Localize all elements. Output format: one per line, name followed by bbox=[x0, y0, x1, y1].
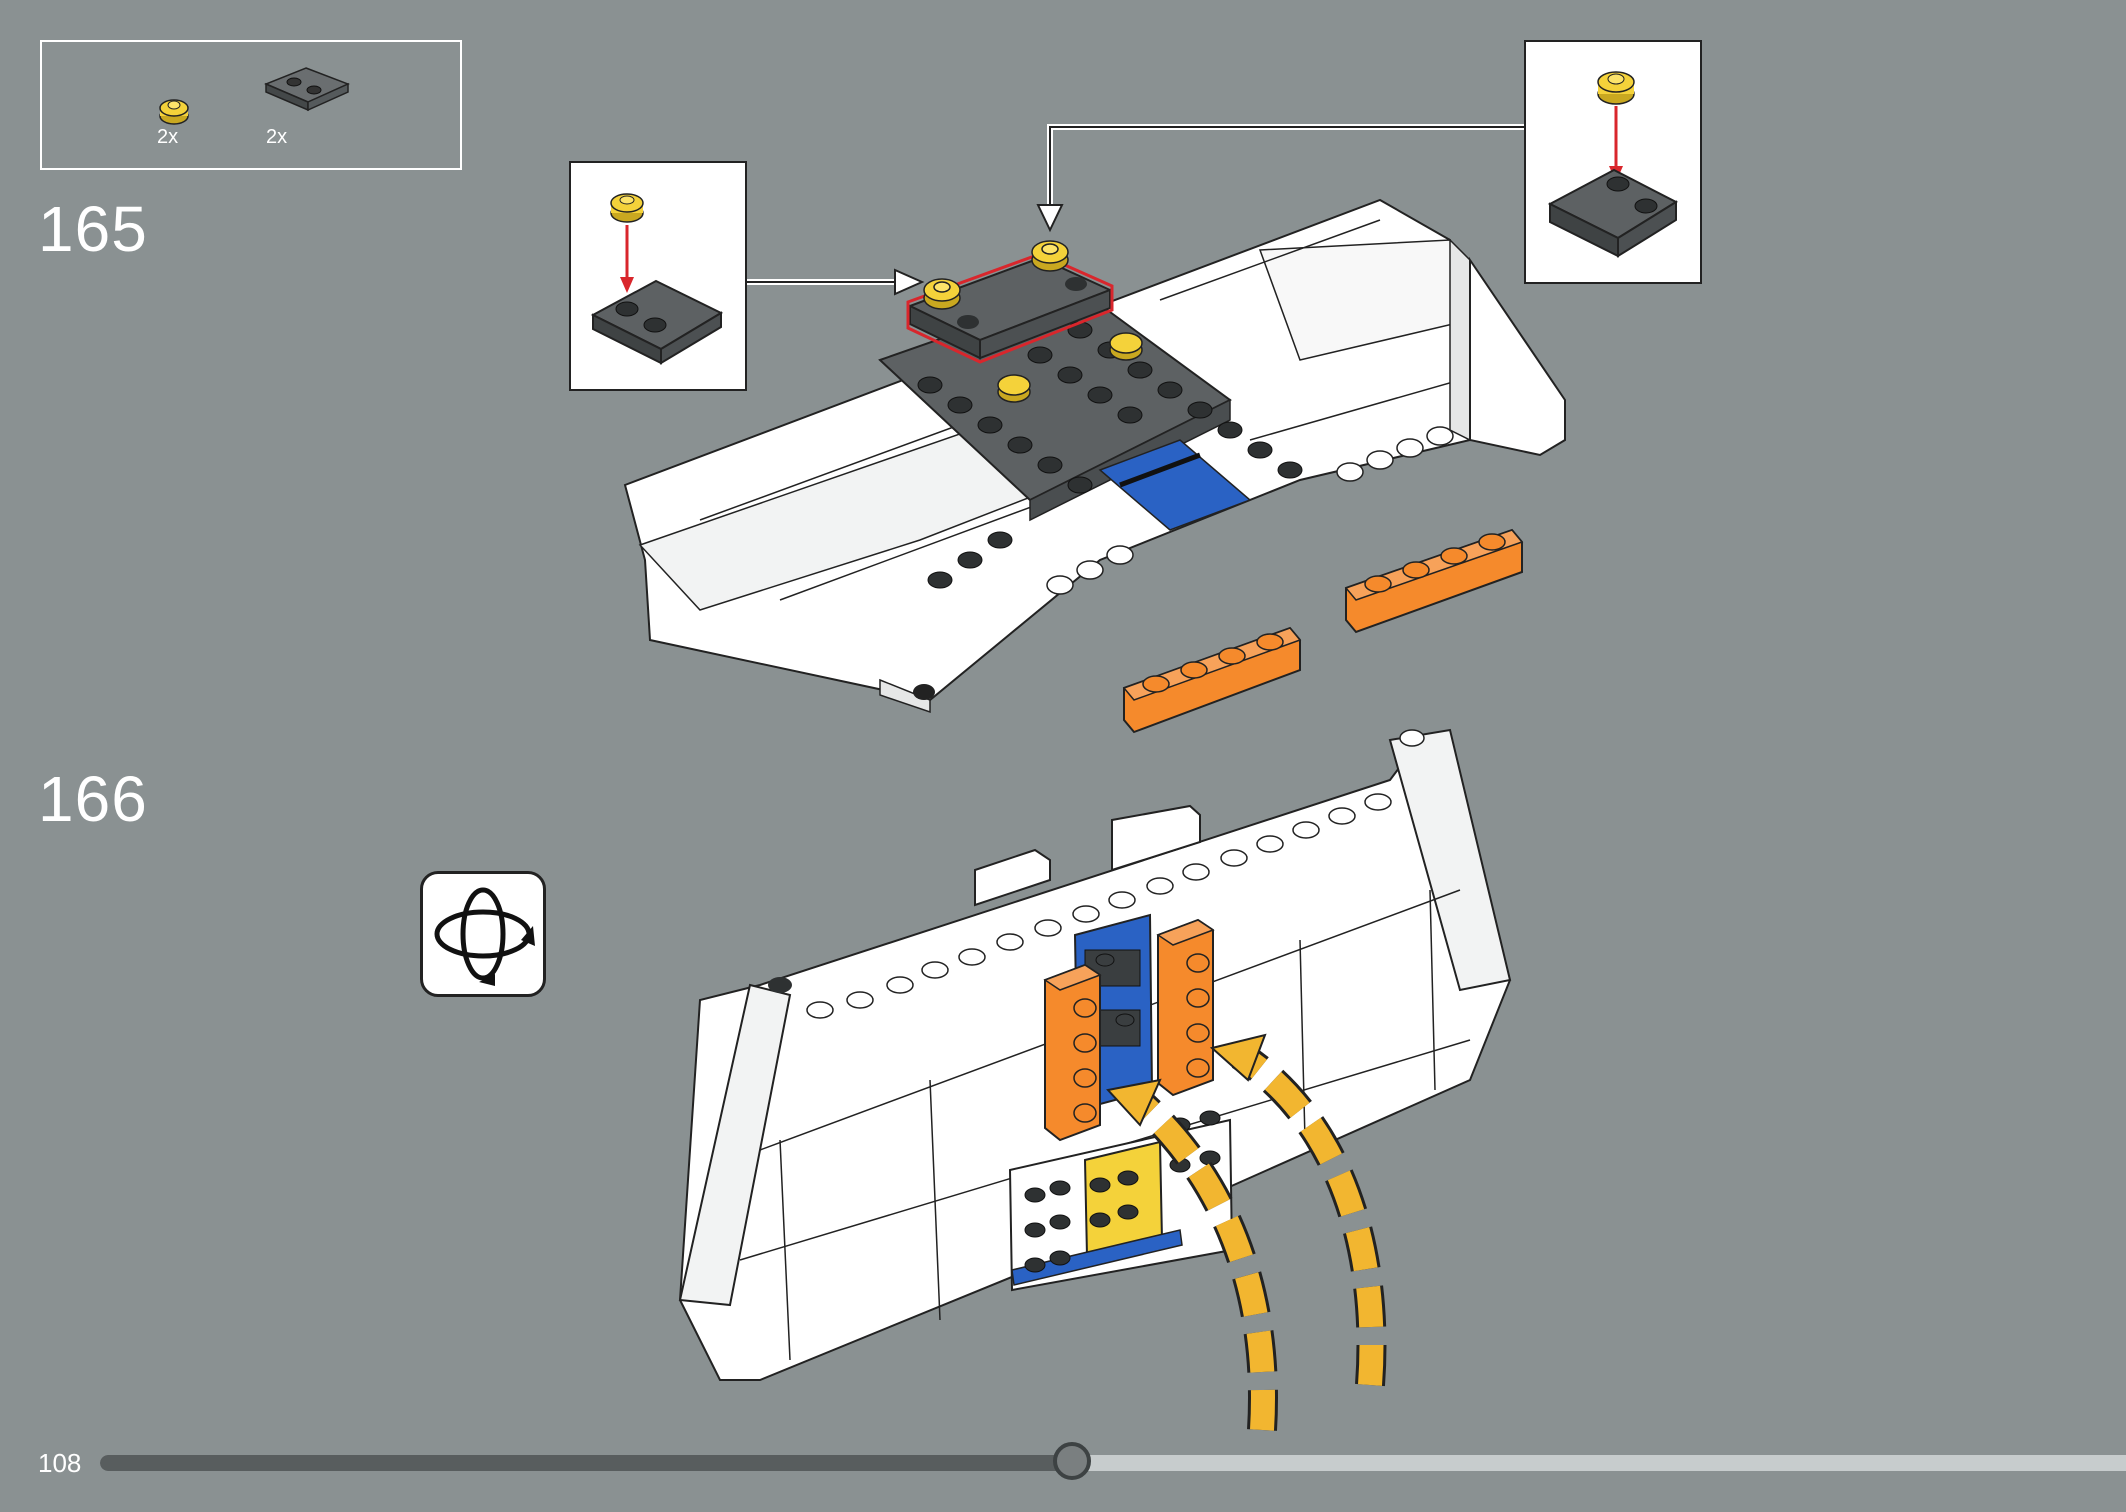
part-qty-gray-plate: 2x bbox=[266, 126, 288, 148]
rotate-model-icon bbox=[420, 871, 546, 997]
yellow-round-plate-icon bbox=[159, 99, 189, 125]
progress-fill bbox=[100, 1455, 1072, 1471]
page-number: 108 bbox=[38, 1448, 82, 1478]
part-qty-yellow-plate: 2x bbox=[157, 126, 179, 148]
parts-list-box: 2x 2x bbox=[40, 40, 462, 170]
rotate-arrows-icon bbox=[434, 887, 535, 986]
step-number-166: 166 bbox=[38, 763, 148, 835]
step-number-165: 165 bbox=[38, 193, 148, 265]
callout-right-illustration bbox=[1547, 71, 1679, 258]
callout-left-illustration bbox=[590, 193, 724, 365]
callout-right bbox=[1524, 40, 1702, 284]
dark-gray-plate-2x2-corner-icon bbox=[264, 67, 350, 112]
progress-track bbox=[100, 1442, 2126, 1480]
progress-knob[interactable] bbox=[1053, 1442, 1091, 1480]
callout-left bbox=[569, 161, 747, 391]
